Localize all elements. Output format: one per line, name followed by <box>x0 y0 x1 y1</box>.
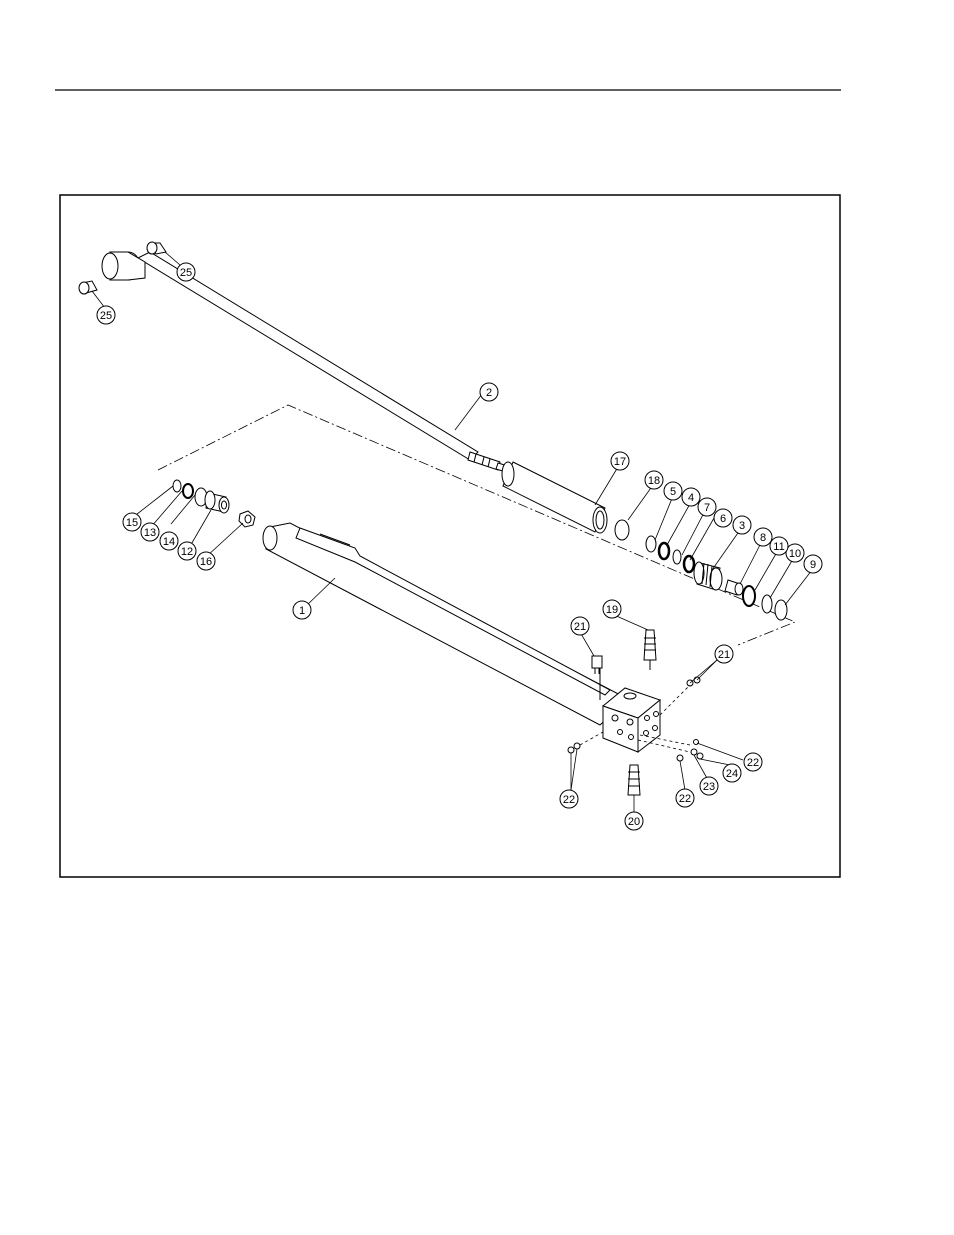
callout-6: 6 <box>714 509 732 527</box>
callout-3: 3 <box>733 516 751 534</box>
svg-text:24: 24 <box>726 768 738 780</box>
svg-text:22: 22 <box>747 757 759 769</box>
fitting-20 <box>628 765 640 795</box>
callout-7: 7 <box>698 498 716 516</box>
seal-stack-left <box>173 480 255 527</box>
callout-19: 19 <box>603 600 621 618</box>
wiper-15 <box>173 480 181 492</box>
svg-text:11: 11 <box>773 541 784 553</box>
seal-11 <box>743 586 755 606</box>
callout-22-right: 22 <box>744 753 762 771</box>
svg-text:6: 6 <box>720 513 726 525</box>
svg-text:16: 16 <box>200 556 212 568</box>
svg-text:3: 3 <box>739 520 745 532</box>
svg-text:9: 9 <box>810 559 816 571</box>
seal-7 <box>673 550 681 564</box>
seal-4 <box>659 543 669 559</box>
svg-text:22: 22 <box>563 794 575 806</box>
callout-21-right: 21 <box>715 645 733 663</box>
seal-6 <box>684 556 694 572</box>
gland-tube <box>502 462 607 533</box>
callout-9: 9 <box>804 555 822 573</box>
svg-text:18: 18 <box>648 475 660 487</box>
callout-5: 5 <box>664 482 682 500</box>
callout-22-center: 22 <box>676 789 694 807</box>
svg-text:14: 14 <box>163 536 175 548</box>
svg-text:23: 23 <box>703 781 715 793</box>
svg-text:12: 12 <box>181 546 193 558</box>
svg-text:21: 21 <box>574 621 586 633</box>
backup-ring-18 <box>615 520 629 540</box>
svg-text:22: 22 <box>679 793 691 805</box>
callout-2: 2 <box>480 383 498 401</box>
callout-11: 11 <box>770 537 788 555</box>
svg-text:15: 15 <box>126 517 138 529</box>
callout-22-left: 22 <box>560 790 578 808</box>
callout-23: 23 <box>700 777 718 795</box>
callout-10: 10 <box>786 544 804 562</box>
callout-1: 1 <box>293 601 311 619</box>
callout-16: 16 <box>197 552 215 570</box>
callout-21-upper: 21 <box>571 617 589 635</box>
leader-lines <box>92 252 812 812</box>
callout-14: 14 <box>160 532 178 550</box>
svg-text:25: 25 <box>180 267 192 279</box>
callout-17: 17 <box>611 452 629 470</box>
callout-13: 13 <box>141 523 159 541</box>
svg-text:5: 5 <box>670 486 676 498</box>
bushing-25-lower <box>79 281 97 294</box>
svg-text:10: 10 <box>789 548 801 560</box>
svg-text:1: 1 <box>299 605 305 617</box>
svg-text:17: 17 <box>614 456 626 468</box>
svg-text:21: 21 <box>718 649 730 661</box>
callout-12: 12 <box>178 542 196 560</box>
callout-25-upper: 25 <box>177 263 195 281</box>
bushing-25-upper <box>147 242 166 254</box>
svg-text:20: 20 <box>628 816 640 828</box>
svg-text:19: 19 <box>606 604 618 616</box>
callout-18: 18 <box>645 471 663 489</box>
svg-text:13: 13 <box>144 527 156 539</box>
callout-4: 4 <box>682 488 700 506</box>
callout-25-lower: 25 <box>97 306 115 324</box>
seal-9 <box>775 600 787 620</box>
piston-rod <box>102 252 508 472</box>
svg-text:7: 7 <box>704 502 710 514</box>
svg-text:25: 25 <box>100 310 112 322</box>
callout-20: 20 <box>625 812 643 830</box>
callout-8: 8 <box>754 528 772 546</box>
svg-text:8: 8 <box>760 532 766 544</box>
callout-15: 15 <box>123 513 141 531</box>
seal-5 <box>646 536 656 552</box>
svg-text:4: 4 <box>688 492 694 504</box>
svg-text:2: 2 <box>486 387 492 399</box>
fitting-19 <box>644 630 656 660</box>
callout-24: 24 <box>723 764 741 782</box>
assembly-centerline <box>158 405 795 645</box>
seal-13 <box>183 484 193 498</box>
